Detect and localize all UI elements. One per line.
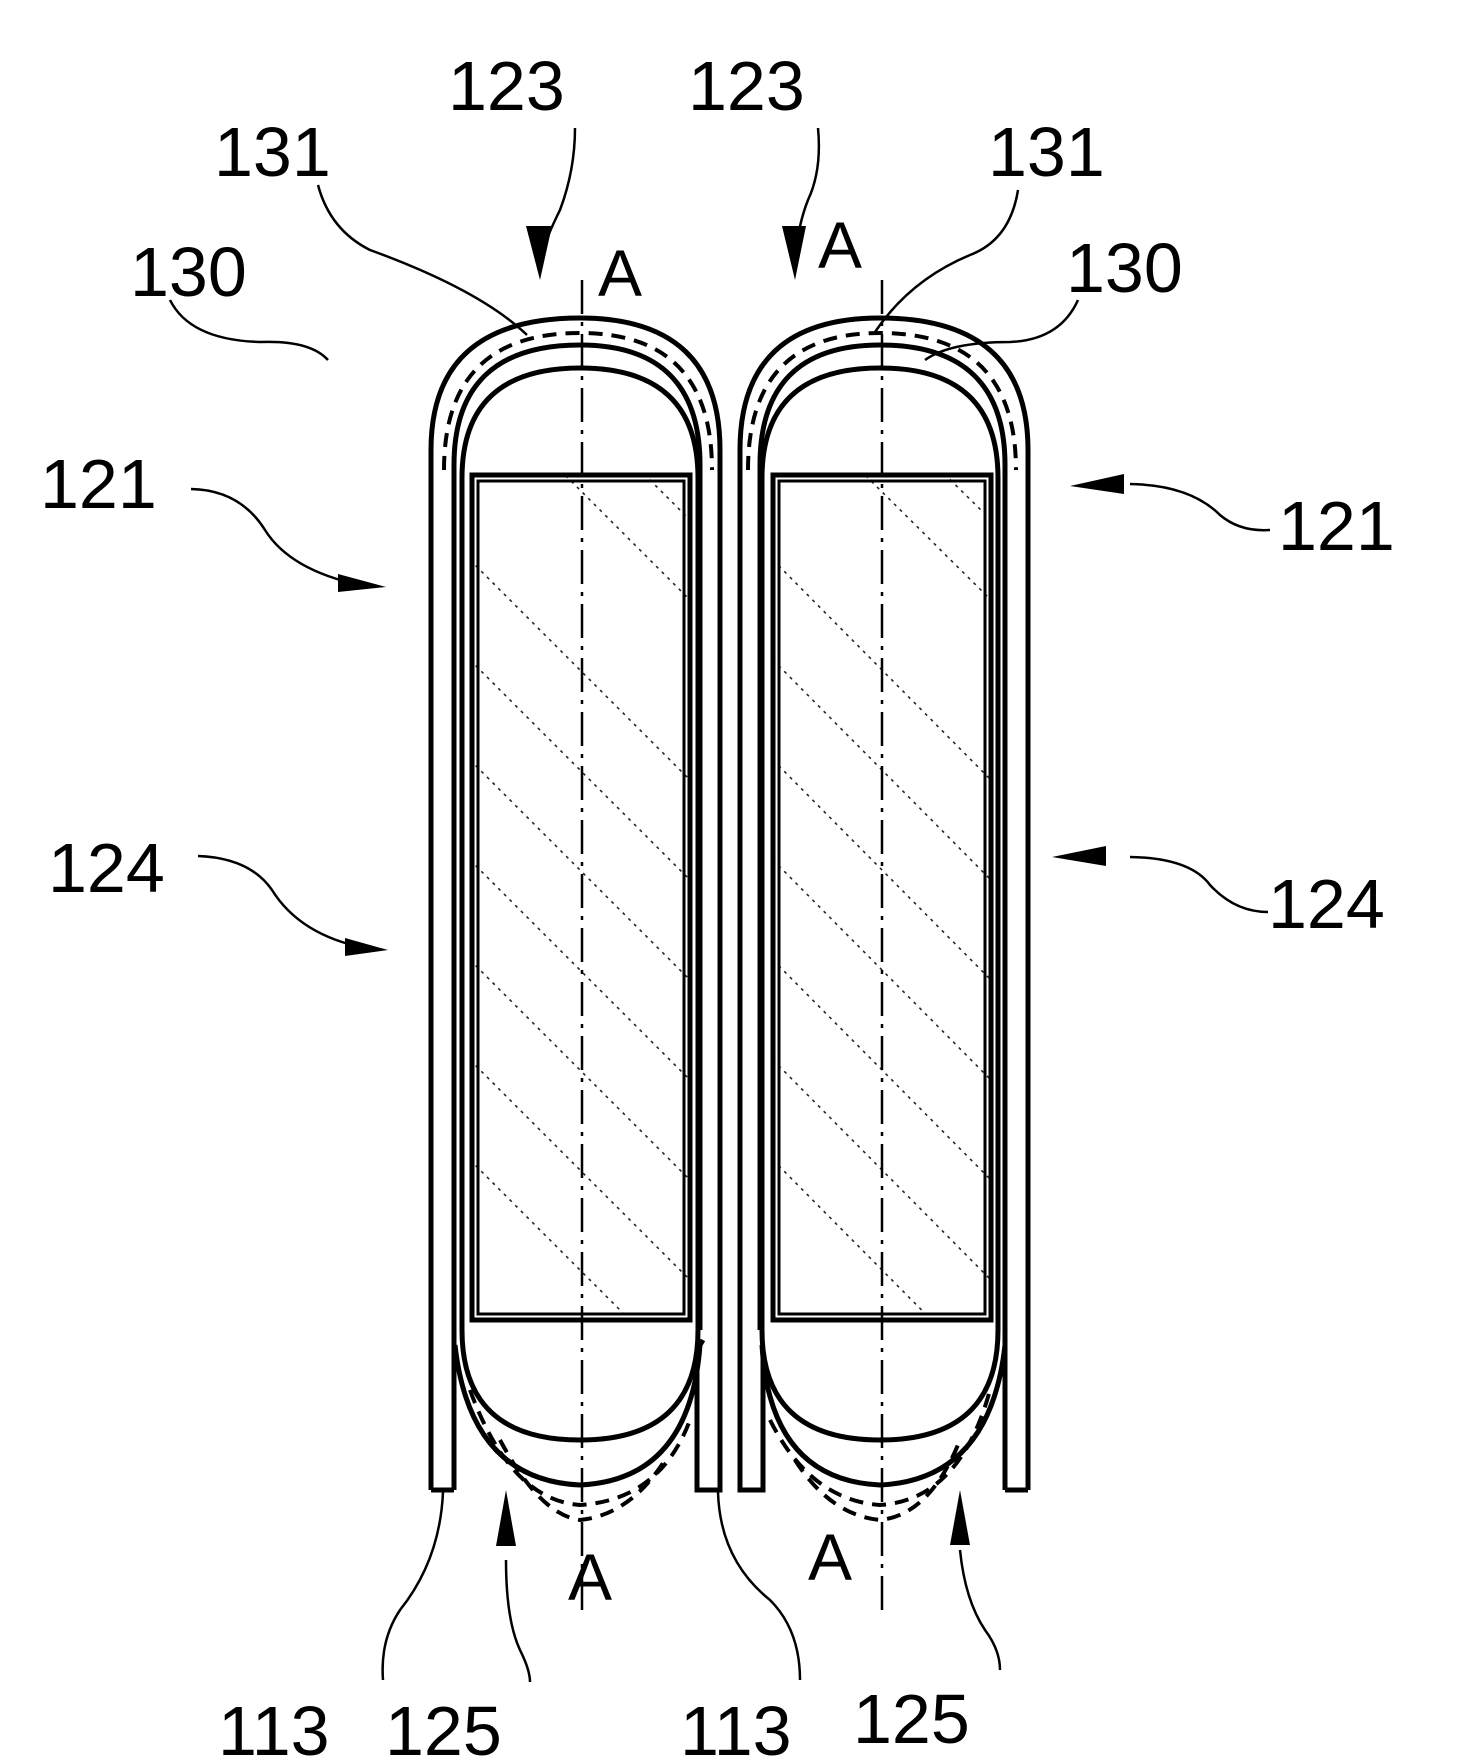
right-outer-pouch-inner-wall [757, 342, 1008, 1490]
leader-130-right [924, 299, 1080, 362]
right-layer-131 [746, 330, 1018, 471]
label-121-right: 121 [1278, 487, 1395, 565]
section-mark-top-right: A [818, 208, 862, 282]
arrow-125-left [496, 1490, 516, 1546]
section-mark-bottom-left: A [568, 1540, 612, 1614]
left-layer-131 [442, 330, 714, 471]
arrow-121-right [1070, 474, 1124, 494]
arrow-124-right [1052, 846, 1106, 866]
left-bottom-fold-1 [452, 1344, 703, 1488]
left-bottom-fold-2 [468, 1389, 692, 1508]
label-124-left: 124 [48, 829, 165, 907]
leader-131-right [873, 189, 1020, 333]
label-124-right: 124 [1268, 865, 1385, 943]
label-130-left: 130 [130, 233, 247, 311]
label-123-right: 123 [688, 47, 805, 125]
label-113-left: 113 [218, 1692, 330, 1764]
leader-121-right [1129, 482, 1271, 532]
label-131-left: 131 [214, 113, 331, 191]
section-mark-bottom-right: A [808, 1520, 852, 1594]
right-bottom-fold-3 [793, 1439, 962, 1523]
left-outer-pouch-inner-wall [451, 342, 703, 1490]
right-bottom-fold-1 [759, 1344, 1008, 1488]
label-123-left: 123 [448, 47, 565, 125]
label-125-right: 125 [853, 1680, 970, 1758]
reference-numerals: 123 123 131 131 130 130 121 121 124 124 … [40, 47, 1395, 1764]
leader-125-right [958, 1549, 1002, 1671]
label-130-right: 130 [1066, 229, 1183, 307]
left-cell [428, 280, 723, 1610]
leader-121-left [190, 487, 361, 587]
section-mark-top-left: A [598, 236, 642, 310]
left-bottom-fold-3 [498, 1439, 667, 1523]
label-121-left: 121 [40, 445, 157, 523]
label-125-left: 125 [385, 1692, 502, 1764]
right-cell [737, 280, 1031, 1610]
leader-124-left [197, 854, 366, 950]
section-marks: A A A A [568, 208, 862, 1614]
right-outer-pouch [737, 315, 1031, 1493]
leaders [168, 127, 1271, 1683]
leader-125-left [504, 1559, 532, 1683]
leader-130-left [168, 299, 329, 361]
arrow-123-right [782, 226, 806, 280]
label-113-right: 113 [680, 1692, 792, 1764]
leader-124-right [1129, 855, 1269, 914]
right-inner-casing [759, 365, 1001, 1443]
left-outer-pouch [428, 315, 723, 1493]
arrow-123-left [526, 226, 552, 280]
leader-113-left [381, 1491, 445, 1681]
arrow-124-left [345, 938, 388, 956]
left-inner-casing [459, 365, 701, 1443]
leader-113-right [716, 1491, 802, 1681]
arrow-125-right [950, 1490, 970, 1545]
left-hatching [470, 477, 688, 1315]
arrow-121-left [338, 574, 386, 592]
label-131-right: 131 [988, 113, 1105, 191]
leader-131-left [316, 184, 528, 336]
